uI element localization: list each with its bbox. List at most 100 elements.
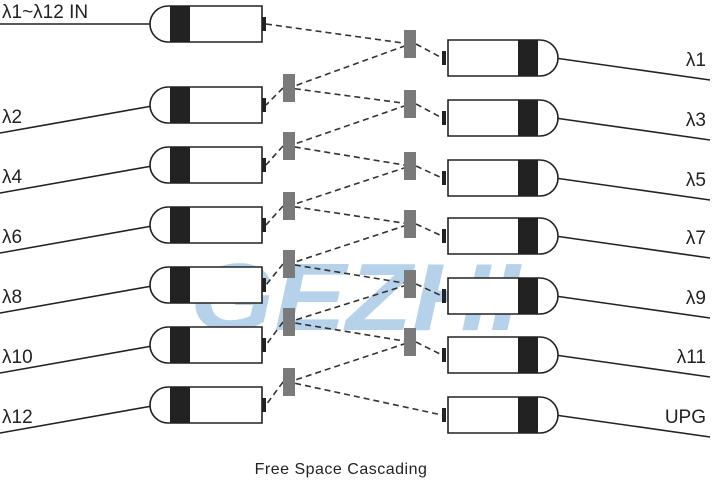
collimator-body bbox=[149, 266, 263, 304]
collimator-body bbox=[447, 336, 559, 374]
right-collimator bbox=[442, 277, 711, 319]
beam-paths bbox=[265, 23, 443, 416]
left-port-label: λ10 bbox=[2, 347, 33, 368]
collimator-tip bbox=[442, 348, 446, 362]
transmitted-beam bbox=[265, 205, 284, 226]
filter bbox=[404, 270, 416, 298]
collimator-body bbox=[447, 217, 559, 255]
right-collimator bbox=[442, 159, 711, 201]
filter bbox=[283, 132, 295, 160]
left-port-label: λ6 bbox=[2, 227, 22, 248]
diagram-caption: Free Space Cascading bbox=[255, 461, 428, 478]
collimator-body bbox=[149, 326, 263, 364]
fiber-cable bbox=[554, 57, 711, 81]
collimator-tip bbox=[442, 408, 446, 422]
collimator-tip bbox=[442, 51, 446, 65]
filter bbox=[404, 328, 416, 356]
right-collimator bbox=[442, 396, 711, 438]
right-port-label: λ11 bbox=[677, 347, 706, 368]
left-port-label: λ12 bbox=[2, 407, 33, 428]
filter bbox=[283, 250, 295, 278]
collimator-tip bbox=[262, 278, 266, 292]
fiber-cable bbox=[0, 104, 159, 134]
right-port-label: λ9 bbox=[686, 288, 706, 309]
collimator-tip bbox=[262, 218, 266, 232]
fiber-cable bbox=[0, 224, 159, 254]
input-collimator bbox=[0, 5, 266, 43]
left-port-label: λ8 bbox=[2, 287, 22, 308]
fiber-cable bbox=[554, 354, 711, 378]
fiber-cable bbox=[0, 344, 159, 374]
right-port-label: UPG bbox=[665, 407, 706, 428]
transmitted-beam bbox=[415, 103, 443, 119]
filter bbox=[283, 74, 295, 102]
right-port-label: λ5 bbox=[686, 170, 706, 191]
filter bbox=[404, 90, 416, 118]
transmitted-beam bbox=[265, 381, 284, 406]
transmitted-beam bbox=[415, 223, 443, 237]
left-collimator bbox=[0, 386, 266, 434]
fiber-cable bbox=[0, 164, 159, 194]
filter bbox=[404, 210, 416, 238]
collimator-band bbox=[518, 278, 538, 314]
collimator-band bbox=[170, 267, 190, 303]
collimator-body bbox=[447, 396, 559, 434]
filter bbox=[404, 30, 416, 58]
left-port-label: λ4 bbox=[2, 167, 23, 188]
fiber-cable bbox=[554, 117, 711, 141]
fiber-cable bbox=[554, 177, 711, 201]
transmitted-beam bbox=[415, 341, 443, 356]
collimator-tip bbox=[442, 111, 446, 125]
collimator-band bbox=[518, 160, 538, 196]
collimator-body bbox=[447, 159, 559, 197]
collimator-tip bbox=[442, 171, 446, 185]
collimator-body bbox=[447, 99, 559, 137]
filter bbox=[283, 308, 295, 336]
collimator-tip bbox=[442, 229, 446, 243]
filter bbox=[283, 192, 295, 220]
collimator-tip bbox=[262, 338, 266, 352]
left-port-label: λ2 bbox=[2, 107, 22, 128]
filter-elements bbox=[283, 30, 416, 396]
filter bbox=[283, 368, 295, 396]
fiber-cable bbox=[554, 414, 711, 438]
filter bbox=[404, 152, 416, 180]
transmitted-beam bbox=[415, 43, 443, 59]
input-label: λ1~λ12 IN bbox=[2, 2, 88, 23]
left-collimator-column: λ1~λ12 IN λ2 λ4 λ6 λ8 λ10 λ12 bbox=[0, 2, 266, 434]
collimator-tip bbox=[262, 398, 266, 412]
transmitted-beam bbox=[265, 87, 284, 106]
collimator-band bbox=[170, 207, 190, 243]
left-collimator bbox=[0, 86, 266, 134]
right-collimator bbox=[442, 217, 711, 259]
collimator-band bbox=[518, 40, 538, 76]
collimator-body bbox=[447, 39, 559, 77]
collimator-band bbox=[170, 147, 190, 183]
collimator-body bbox=[149, 86, 263, 124]
fiber-cable bbox=[0, 404, 159, 434]
left-collimator bbox=[0, 266, 266, 314]
collimator-body bbox=[149, 206, 263, 244]
collimator-body bbox=[149, 146, 263, 184]
fiber-cable bbox=[0, 284, 159, 314]
collimator-body bbox=[149, 5, 263, 43]
right-port-label: λ7 bbox=[686, 228, 706, 249]
left-collimator bbox=[0, 206, 266, 254]
collimator-band bbox=[518, 100, 538, 136]
fiber-cable bbox=[554, 235, 711, 259]
cascade-beam bbox=[265, 23, 443, 416]
collimator-band bbox=[518, 218, 538, 254]
collimator-band bbox=[170, 327, 190, 363]
left-collimator bbox=[0, 146, 266, 194]
transmitted-beam bbox=[265, 263, 284, 286]
right-collimator bbox=[442, 336, 711, 378]
collimator-tip bbox=[262, 17, 266, 31]
collimator-tip bbox=[262, 158, 266, 172]
collimator-band bbox=[170, 6, 190, 42]
transmitted-beam bbox=[265, 321, 284, 346]
collimator-tip bbox=[442, 289, 446, 303]
left-collimator bbox=[0, 326, 266, 374]
collimator-body bbox=[149, 386, 263, 424]
